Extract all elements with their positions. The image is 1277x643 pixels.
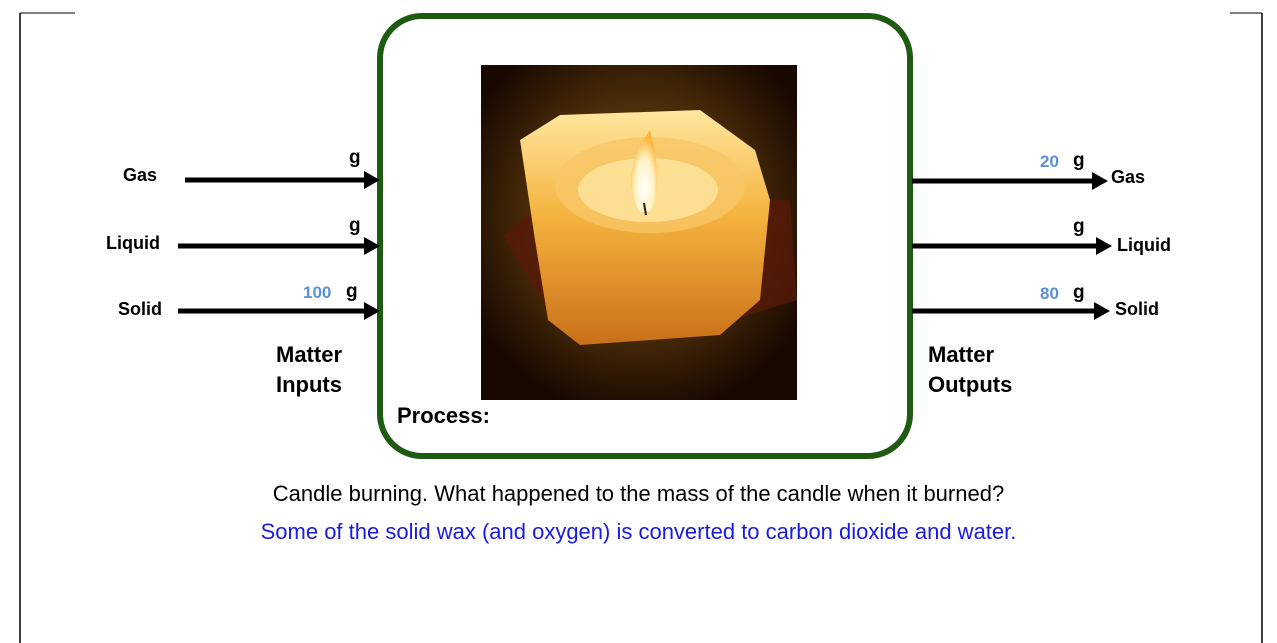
input-solid-arrow: [178, 302, 380, 320]
input-liquid-label: Liquid: [106, 233, 160, 253]
arrows: [178, 171, 1112, 320]
process-box: [377, 13, 913, 459]
input-gas-arrow: [185, 171, 380, 189]
input-liquid-arrow: [178, 237, 380, 255]
output-gas-value: 20: [1040, 152, 1059, 171]
inputs-heading-line2: Inputs: [276, 372, 342, 397]
outputs-heading-line1: Matter: [928, 342, 995, 367]
input-gas-label: Gas: [123, 165, 158, 185]
output-gas-arrow: [912, 172, 1108, 190]
input-solid-label: Solid: [118, 299, 162, 319]
input-solid-unit: g: [346, 281, 358, 302]
output-solid-value: 80: [1040, 284, 1059, 303]
output-solid-unit: g: [1073, 282, 1085, 303]
caption-answer: Some of the solid wax (and oxygen) is co…: [260, 519, 1017, 544]
output-solid-label: Solid: [1115, 299, 1159, 319]
caption-question: Candle burning. What happened to the mas…: [272, 481, 1005, 506]
output-liquid-label: Liquid: [1117, 235, 1171, 255]
input-liquid-unit: g: [349, 215, 361, 236]
output-solid-arrow: [912, 302, 1110, 320]
output-gas-label: Gas: [1111, 167, 1146, 187]
output-liquid-arrow: [912, 237, 1112, 255]
output-gas-unit: g: [1073, 150, 1085, 171]
process-label: Process:: [397, 403, 490, 428]
candle-photo: [481, 65, 797, 400]
inputs-heading-line1: Matter: [276, 342, 343, 367]
input-solid-value: 100: [303, 283, 332, 302]
output-liquid-unit: g: [1073, 216, 1085, 237]
input-gas-unit: g: [349, 147, 361, 168]
outputs-heading-line2: Outputs: [928, 372, 1013, 397]
